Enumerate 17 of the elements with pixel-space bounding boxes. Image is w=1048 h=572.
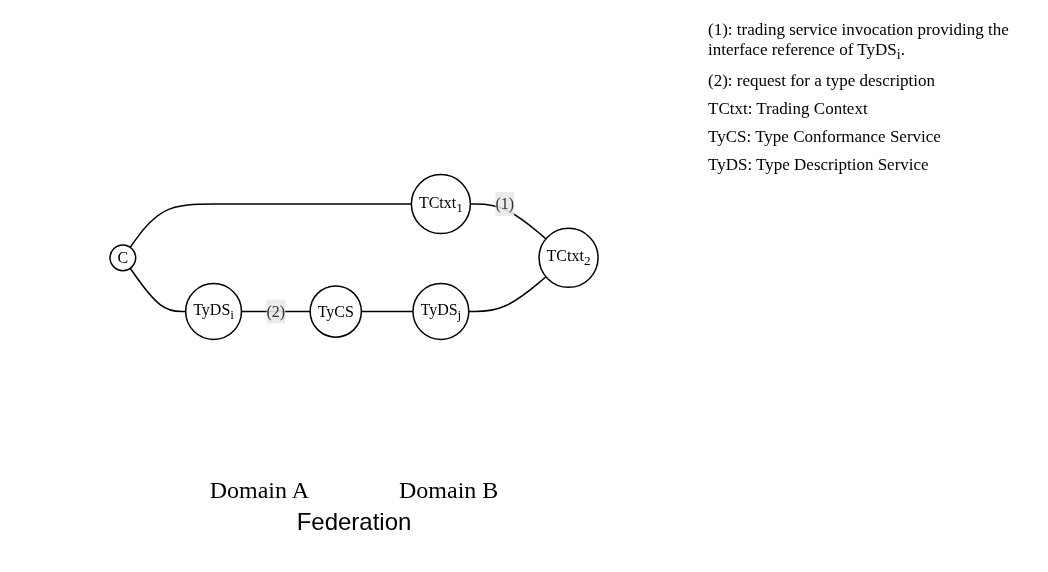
node-circle: TCtxt$_{1}$ xyxy=(410,173,472,234)
edge-label: (2) xyxy=(266,302,286,320)
node-circle: C xyxy=(109,243,137,271)
node-circle: TyCS xyxy=(309,284,363,338)
node-circle: TCtxt$_{2}$ xyxy=(538,227,599,288)
abbreviation-text: TCtxt: Trading Context xyxy=(708,99,869,120)
domain-label: Domain B xyxy=(399,476,499,504)
node-circle: TyDS$_{i}$ xyxy=(184,282,243,340)
abbreviation-text: TyDS: Type Description Service xyxy=(708,155,930,176)
abbreviation-text: TyCS: Type Conformance Service xyxy=(708,127,942,148)
domain-label: Domain A xyxy=(209,476,309,504)
connector xyxy=(468,275,547,312)
note-text: (1): trading service invocation providing the interface reference of TyDS$_{i}$. xyxy=(708,20,1010,64)
node-circle: TyDS$_{j}$ xyxy=(412,282,470,340)
federation-label: Federation xyxy=(296,507,412,536)
edge-label: (1) xyxy=(495,194,515,212)
note-text: (2): request for a type description xyxy=(708,71,937,92)
